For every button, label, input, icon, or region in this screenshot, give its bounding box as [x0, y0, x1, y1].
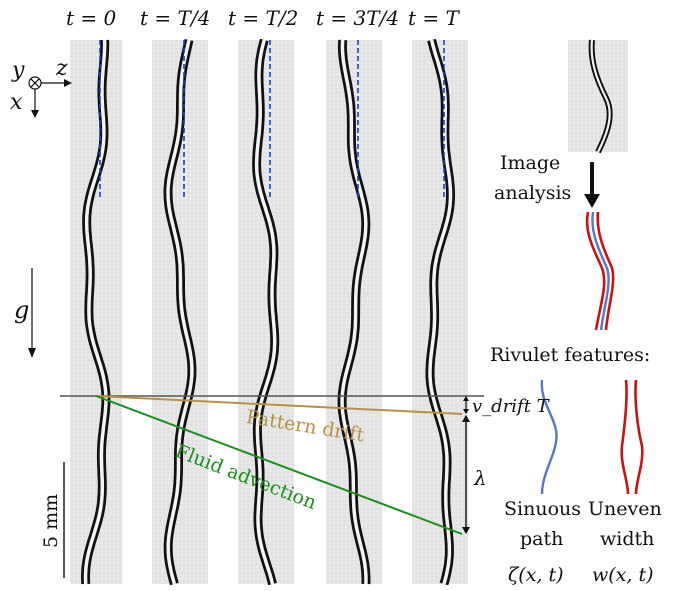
image-analysis-line1: Image	[500, 152, 561, 174]
x-axis-arrowhead	[31, 110, 39, 118]
v-drift-arrowhead-top	[463, 396, 469, 401]
header-t-quarter: t = T/4	[140, 6, 211, 30]
sinuous-label-2: path	[520, 528, 564, 550]
lambda-arrowhead-top	[462, 415, 470, 422]
photo-strip	[412, 40, 468, 584]
uneven-width-right	[634, 379, 644, 495]
sinuous-path-curve	[540, 379, 558, 495]
header-t-half: t = T/2	[228, 6, 299, 30]
pattern-drift-line	[95, 395, 463, 415]
photo-strips	[70, 38, 468, 586]
uneven-label-2: width	[600, 528, 655, 550]
scale-bar-label: 5 mm	[40, 493, 62, 548]
z-axis-label: z	[56, 56, 68, 81]
rivulet-core	[428, 39, 453, 585]
sinuous-symbol: ζ(x, t)	[508, 564, 564, 586]
image-analysis-line2: analysis	[494, 182, 572, 204]
sinuous-label-1: Sinuous	[504, 498, 581, 520]
rivulet-crop-inner	[590, 39, 611, 153]
header-t-three-quarter: t = 3T/4	[316, 6, 400, 30]
uneven-symbol: w(x, t)	[592, 564, 654, 586]
y-axis-label: y	[12, 58, 25, 83]
lambda-label: λ	[474, 466, 487, 490]
fluid-advection-line	[95, 395, 463, 535]
z-axis-arrowhead	[64, 79, 72, 87]
rivulet-image-crop	[568, 40, 628, 152]
uneven-width-left	[620, 379, 630, 495]
rivulet-core	[166, 39, 194, 585]
analyzed-edge-left	[585, 211, 606, 331]
header-t-full: t = T	[408, 6, 459, 30]
v-drift-arrowhead-bottom	[463, 409, 469, 414]
rivulet-core	[83, 39, 108, 585]
gravity-arrowhead	[28, 348, 36, 358]
y-axis-cross-b	[30, 78, 40, 88]
analyzed-centerline	[591, 211, 610, 331]
header-t0: t = 0	[66, 6, 117, 30]
photo-strip	[70, 40, 122, 584]
analyzed-edge-right	[596, 211, 615, 331]
gravity-label: g	[14, 296, 30, 324]
x-axis-label: x	[10, 90, 23, 115]
v-drift-label: v_drift T	[472, 396, 549, 417]
rivulet-core	[254, 39, 277, 585]
uneven-label-1: Uneven	[588, 498, 662, 520]
image-analysis-arrowhead	[584, 194, 600, 208]
photo-strip	[238, 40, 294, 584]
lambda-arrowhead-bottom	[462, 527, 470, 534]
rivulet-features-label: Rivulet features:	[490, 344, 651, 366]
